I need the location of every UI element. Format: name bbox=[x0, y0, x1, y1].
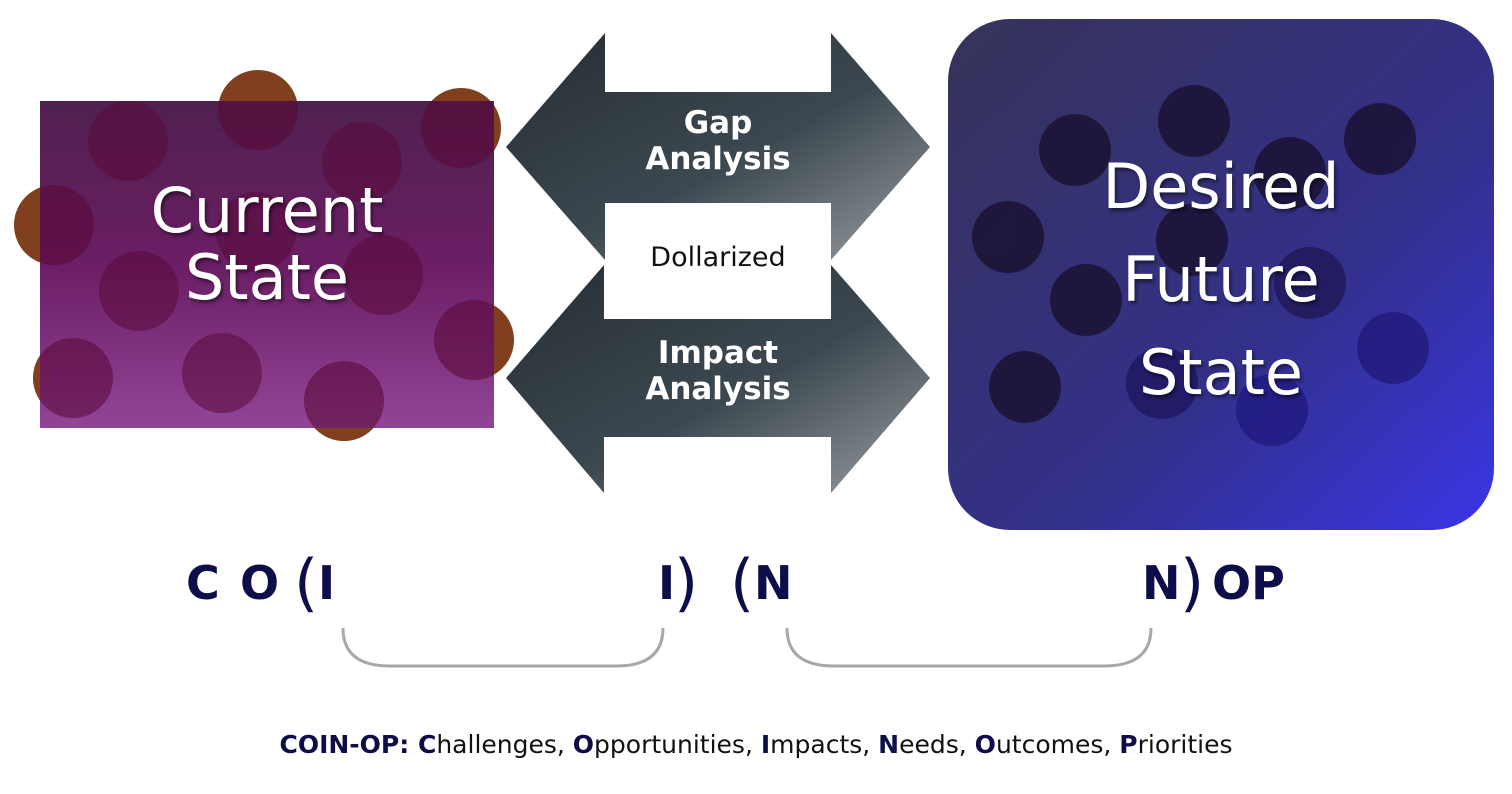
gap-line2: Analysis bbox=[645, 140, 791, 177]
acronym-open-paren-1: ( bbox=[294, 546, 319, 619]
impact-analysis-label: Impact Analysis bbox=[605, 335, 831, 407]
caption-initial: N bbox=[878, 730, 900, 759]
caption-word: hallenges, bbox=[436, 730, 573, 759]
caption-word: utcomes, bbox=[995, 730, 1120, 759]
gap-analysis-label: Gap Analysis bbox=[605, 105, 831, 177]
bracket-impacts bbox=[341, 627, 665, 668]
acronym-n-start: N bbox=[754, 556, 793, 610]
acronym-close-paren-1: ) bbox=[674, 546, 699, 619]
caption-initial: C bbox=[417, 730, 437, 759]
acronym-n-end: N bbox=[1142, 556, 1181, 610]
caption-initial: P bbox=[1119, 730, 1138, 759]
impact-line2: Analysis bbox=[645, 370, 791, 407]
caption-initial: I bbox=[760, 730, 771, 759]
caption-word: riorities bbox=[1137, 730, 1233, 759]
bracket-needs bbox=[785, 627, 1153, 668]
dollarized-label: Dollarized bbox=[650, 242, 786, 273]
desired-state-label: Desired Future State bbox=[948, 140, 1494, 419]
gap-analysis-arrow bbox=[506, 33, 930, 260]
gap-line1: Gap bbox=[683, 105, 753, 141]
acronym-open-paren-2: ( bbox=[730, 546, 755, 619]
desired-line2: Future bbox=[1122, 243, 1320, 316]
current-state-line2: State bbox=[184, 240, 350, 314]
impact-line1: Impact bbox=[657, 335, 779, 371]
acronym-i-end: I bbox=[658, 556, 676, 610]
desired-line3: State bbox=[1138, 336, 1304, 409]
acronym-i-start: I bbox=[318, 556, 336, 610]
impact-analysis-arrow bbox=[506, 265, 930, 493]
dollarized-box bbox=[605, 203, 831, 319]
acronym-c: C bbox=[186, 556, 220, 610]
acronym-o: O bbox=[240, 556, 280, 610]
current-state-line1: Current bbox=[150, 174, 384, 247]
caption-initial: O bbox=[572, 730, 595, 759]
caption-word: eeds, bbox=[899, 730, 975, 759]
caption-word: pportunities, bbox=[594, 730, 761, 759]
caption-initial: O bbox=[974, 730, 996, 759]
coin-op-caption: COIN-OP: Challenges, Opportunities, Impa… bbox=[0, 730, 1512, 759]
desired-state-dots bbox=[972, 85, 1429, 446]
caption-prefix: COIN-OP: bbox=[279, 730, 418, 759]
desired-line1: Desired bbox=[1102, 150, 1340, 223]
caption-word: mpacts, bbox=[770, 730, 879, 759]
acronym-op: OP bbox=[1212, 556, 1285, 610]
acronym-close-paren-2: ) bbox=[1180, 546, 1205, 619]
current-state-dots bbox=[14, 70, 514, 441]
current-state-label: Current State bbox=[40, 174, 494, 314]
